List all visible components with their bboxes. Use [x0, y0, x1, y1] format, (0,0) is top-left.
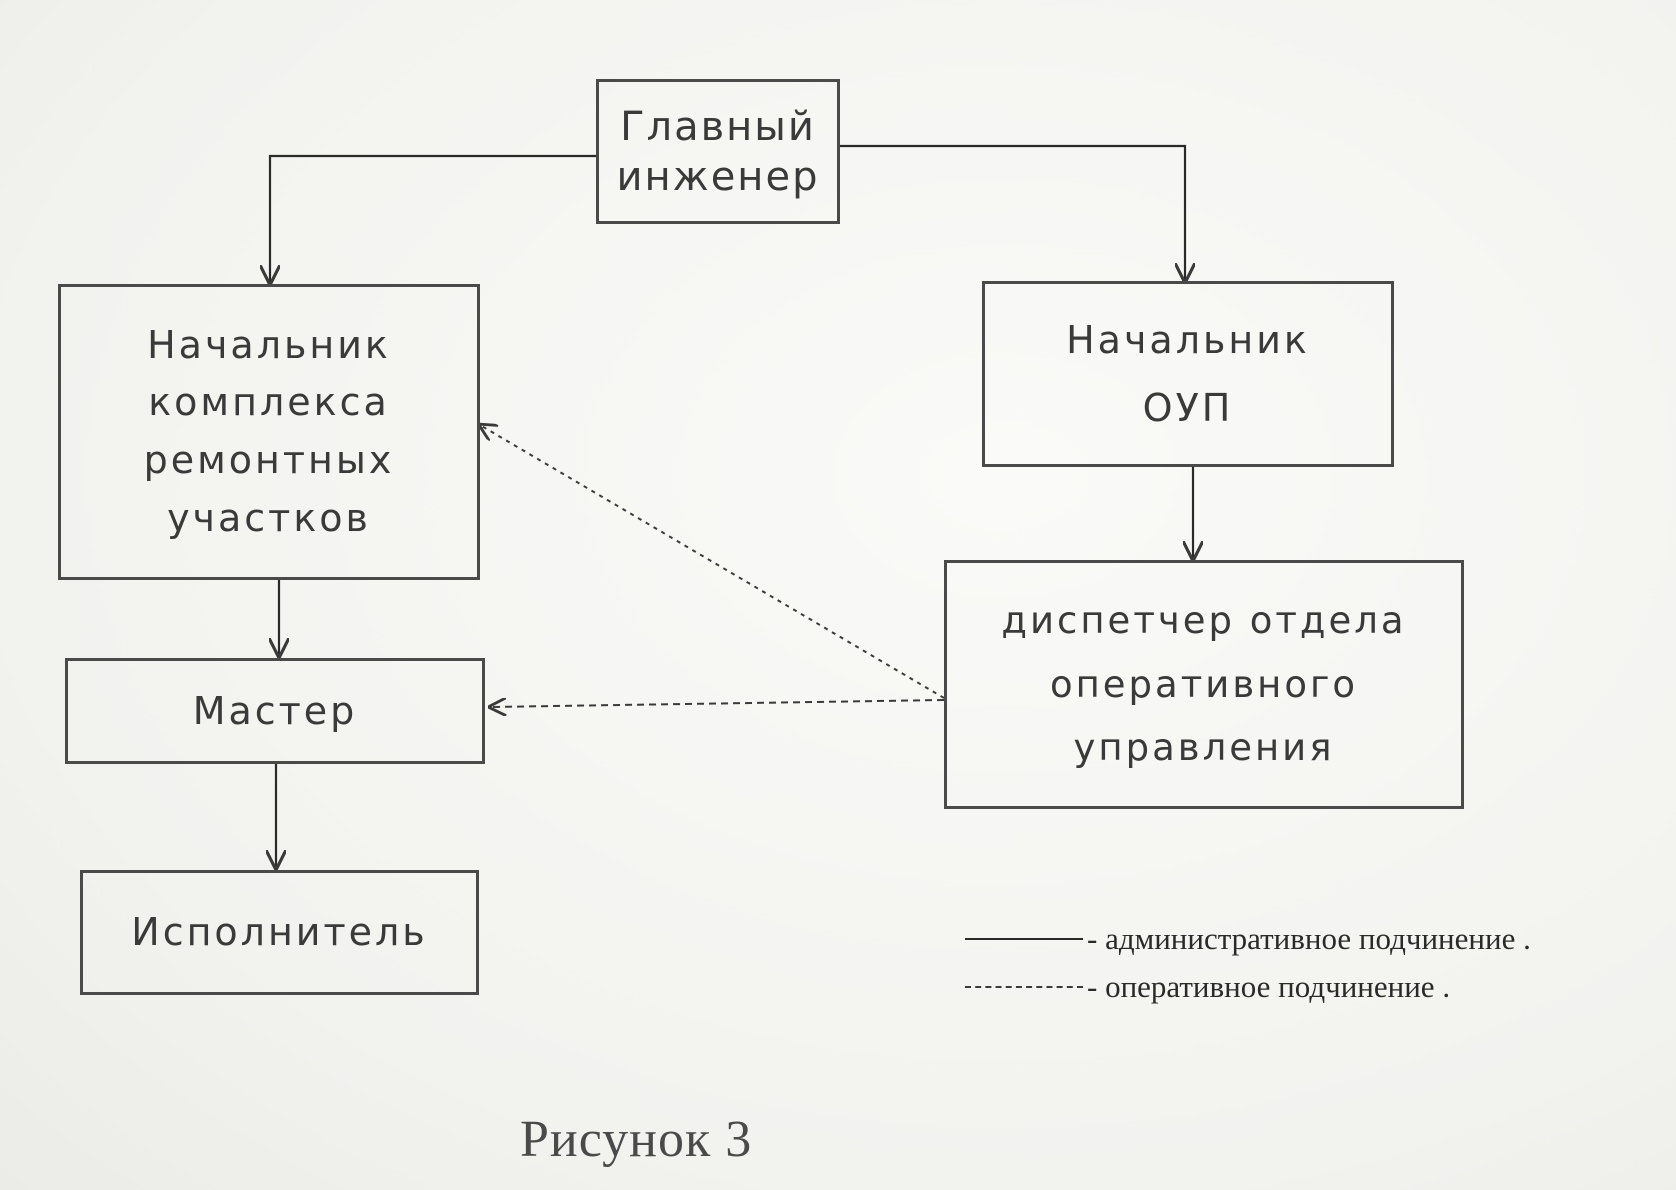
node-head-repair-complex-line-2: комплекса: [148, 380, 390, 425]
node-master-line-1: Мастер: [192, 688, 358, 733]
edge-chief-to-oup: [838, 144, 1185, 281]
node-chief-engineer: Главный инженер: [596, 79, 840, 224]
node-head-repair-complex-line-1: Начальник: [147, 322, 391, 367]
legend-item-operational: - оперативное подчинение .: [965, 963, 1531, 1011]
legend-item-administrative: - административное подчинение .: [965, 915, 1531, 963]
node-executor: Исполнитель: [80, 870, 479, 995]
node-executor-line-1: Исполнитель: [131, 910, 428, 954]
node-head-oup-line-1: Начальник: [1066, 317, 1310, 362]
edge-dispatcher-to-repair-complex: [480, 425, 945, 699]
edge-dispatcher-to-master: [490, 700, 945, 707]
node-master: Мастер: [65, 658, 485, 764]
figure-caption: Рисунок 3: [520, 1111, 753, 1168]
node-dispatcher: диспетчер отдела оперативного управления: [944, 560, 1464, 809]
node-dispatcher-line-3: управления: [1073, 726, 1335, 770]
edge-chief-to-repair-complex: [270, 154, 597, 283]
legend-dashed-line-swatch: [965, 986, 1083, 988]
legend-solid-line-swatch: [965, 938, 1083, 940]
node-head-oup-line-2: ОУП: [1142, 386, 1234, 430]
node-head-repair-complex-line-4: участков: [167, 495, 371, 540]
legend-operational-label: - оперативное подчинение .: [1087, 969, 1451, 1004]
node-dispatcher-line-2: оперативного: [1049, 662, 1359, 706]
node-dispatcher-line-1: диспетчер отдела: [1001, 599, 1407, 643]
node-chief-engineer-line-2: инженер: [616, 153, 820, 200]
node-head-oup: Начальник ОУП: [982, 281, 1394, 467]
legend: - административное подчинение . - операт…: [965, 915, 1531, 1011]
node-chief-engineer-line-1: Главный: [620, 103, 816, 150]
node-head-repair-complex-line-3: ремонтных: [143, 438, 395, 482]
node-head-repair-complex: Начальник комплекса ремонтных участков: [58, 284, 480, 580]
legend-administrative-label: - административное подчинение .: [1087, 921, 1531, 956]
